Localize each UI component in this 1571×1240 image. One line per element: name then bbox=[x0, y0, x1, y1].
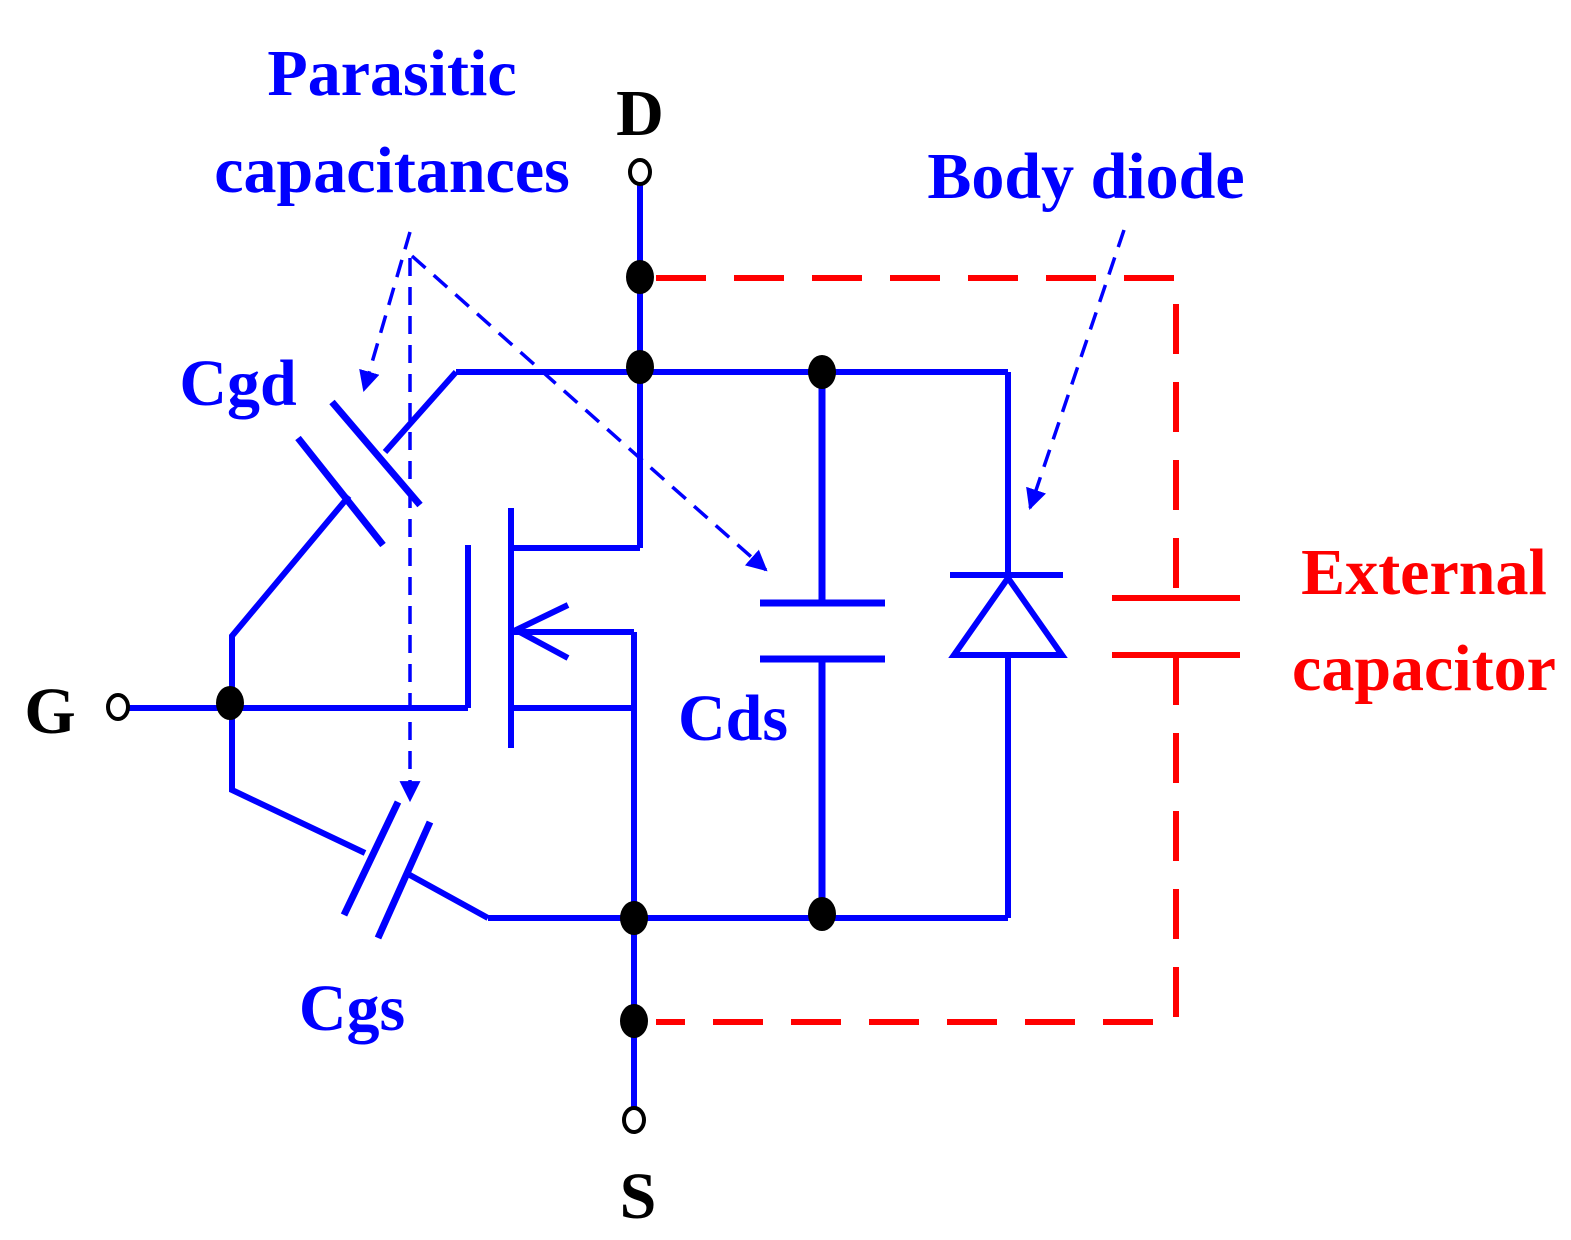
source-terminal bbox=[622, 1106, 646, 1134]
parasitic-arrow-cds bbox=[410, 254, 768, 572]
external-label-line1: External bbox=[1301, 536, 1547, 609]
annotation-arrows bbox=[359, 229, 1126, 803]
external-label-line2: capacitor bbox=[1292, 632, 1556, 705]
parasitic-arrow-cgd bbox=[359, 231, 412, 393]
junction-dot bbox=[620, 1004, 648, 1038]
junction-dot bbox=[626, 260, 654, 294]
junction-dots bbox=[216, 260, 836, 1038]
mosfet-symbol bbox=[508, 508, 640, 748]
body-diode-label: Body diode bbox=[927, 140, 1244, 213]
cds-capacitor bbox=[760, 372, 885, 918]
junction-dot bbox=[620, 901, 648, 935]
cgs-label: Cgs bbox=[299, 972, 405, 1045]
parasitic-label-line1: Parasitic bbox=[267, 37, 516, 110]
external-capacitor bbox=[656, 275, 1240, 1025]
body-diode bbox=[948, 372, 1068, 918]
drain-label: D bbox=[616, 77, 664, 150]
gate-wiring bbox=[126, 370, 490, 921]
cds-label: Cds bbox=[678, 682, 788, 755]
junction-dot bbox=[808, 355, 836, 389]
cgs-capacitor bbox=[340, 800, 434, 940]
cgd-label: Cgd bbox=[179, 347, 296, 420]
terminal-circles bbox=[106, 158, 652, 1134]
drain-rail bbox=[456, 183, 1008, 548]
junction-dot bbox=[216, 686, 244, 720]
drain-terminal bbox=[628, 158, 652, 186]
junction-dot bbox=[626, 350, 654, 384]
gate-terminal bbox=[106, 693, 130, 721]
body-diode-arrow bbox=[1026, 229, 1126, 510]
junction-dot bbox=[808, 897, 836, 931]
parasitic-label-line2: capacitances bbox=[214, 134, 570, 207]
source-label: S bbox=[620, 1160, 657, 1233]
cgd-capacitor bbox=[295, 399, 423, 548]
gate-label: G bbox=[24, 675, 75, 748]
